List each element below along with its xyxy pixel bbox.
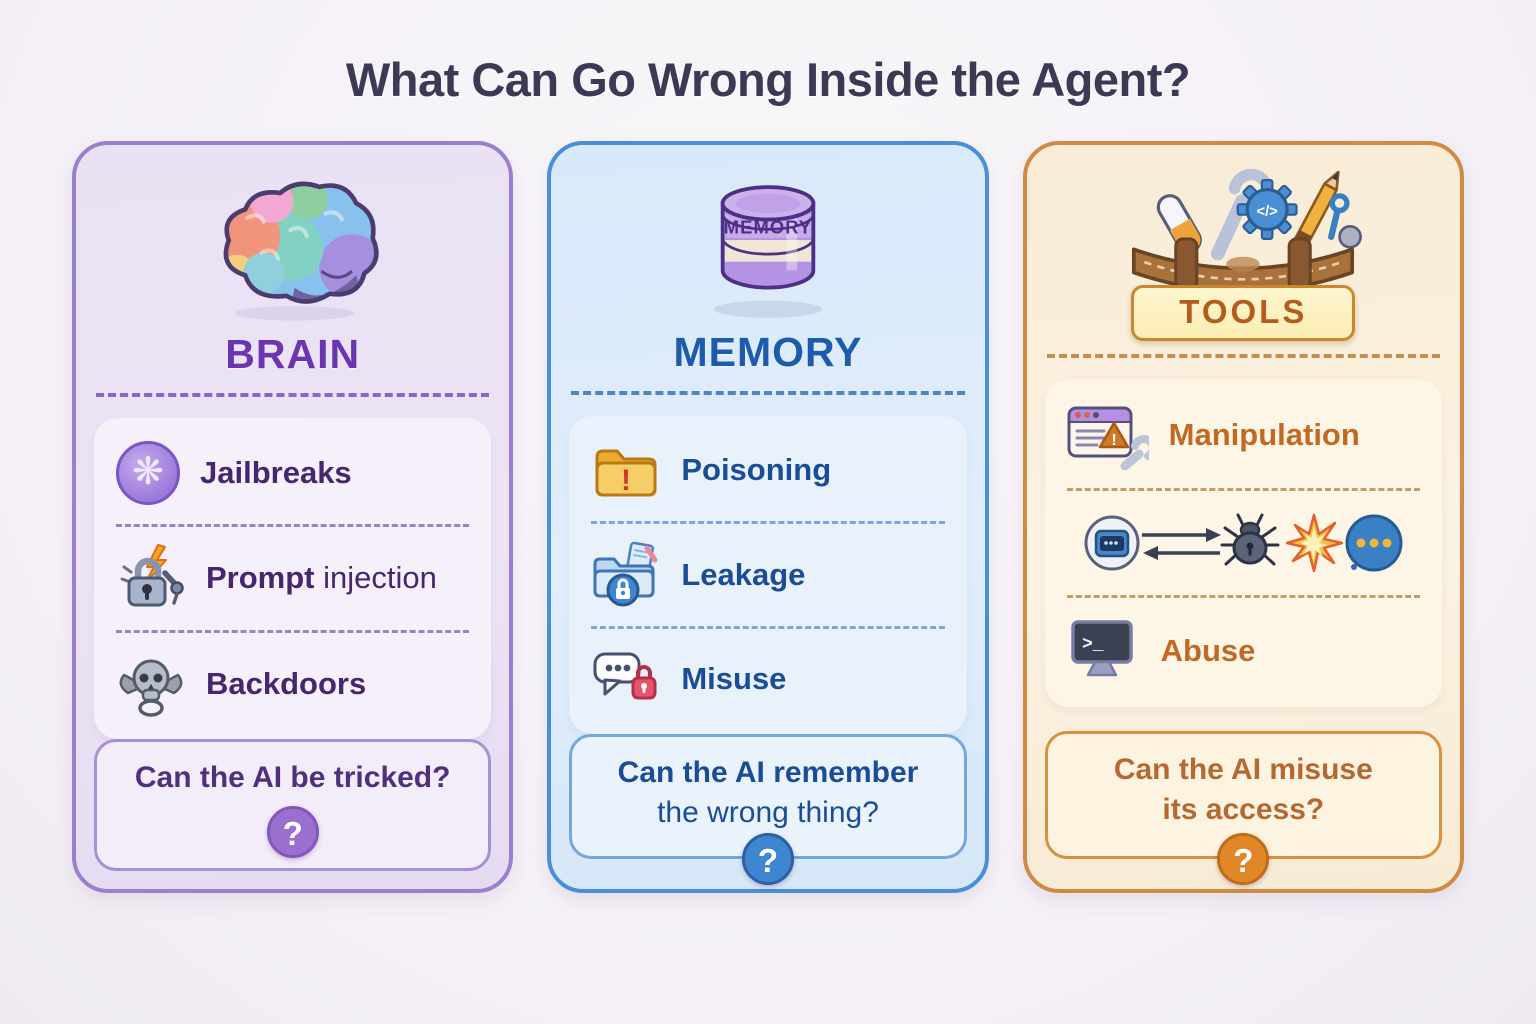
memory-cylinder-icon: MEMORY [713, 185, 822, 318]
tools-heading-plaque: TOOLS [1131, 285, 1356, 341]
brain-illustration [94, 157, 491, 322]
risk-label: Abuse [1160, 632, 1256, 668]
alert-mark: ! [621, 464, 631, 497]
brain-question-card: Can the AI be tricked? ? [94, 739, 492, 871]
tools-question-card: Can the AI misuse its access? ? [1044, 731, 1442, 885]
question-text: Can the AI be tricked? [134, 761, 451, 794]
risk-label: Backdoors [206, 665, 367, 701]
tool-belt-icon: </> [1132, 168, 1363, 294]
lock-lightning-icon [116, 543, 186, 613]
brain-icon [223, 181, 379, 321]
risk-row-manipulation: ! Manipulation [1067, 383, 1420, 488]
memory-question-card: Can the AI remember the wrong thing? ? [569, 733, 967, 885]
risk-row-tool-chain [1067, 491, 1420, 596]
terminal-monitor-icon: >_ [1067, 616, 1141, 686]
folder-alert-icon: ! [591, 435, 661, 505]
brain-heading: BRAIN [225, 330, 361, 377]
skull-wings-icon [116, 649, 186, 719]
risk-row-prompt-injection: Prompt injection [116, 527, 469, 629]
question-badge: ? [1217, 833, 1270, 885]
tools-column: </> [1022, 141, 1464, 893]
risk-label: Jailbreaks [200, 454, 352, 490]
tools-illustration: </> [1045, 157, 1442, 325]
brain-divider [96, 392, 490, 397]
memory-column: MEMORY MEMORY ! Poisoning [547, 141, 989, 893]
memory-risk-list: ! Poisoning [569, 415, 967, 734]
risk-row-poisoning: ! Poisoning [591, 420, 944, 521]
terminal-bug-explosion-icon [1067, 505, 1420, 581]
swirl-glyph: ❋ [116, 440, 180, 505]
risk-label: Prompt injection [206, 560, 437, 596]
row-divider [116, 524, 470, 528]
row-divider [591, 521, 945, 525]
question-text-line1: Can the AI misuse [1113, 753, 1373, 786]
question-text-line1: Can the AI remember [617, 755, 919, 789]
cylinder-label: MEMORY [724, 216, 812, 237]
memory-heading: MEMORY [673, 328, 863, 375]
warning-mark: ! [1111, 432, 1116, 449]
risk-label: Poisoning [681, 452, 832, 488]
memory-illustration: MEMORY [569, 157, 966, 320]
question-text-line2: the wrong thing? [657, 795, 879, 829]
row-divider [116, 629, 470, 633]
question-text-line2: its access? [1162, 793, 1325, 826]
page-title: What Can Go Wrong Inside the Agent? [345, 53, 1191, 106]
row-divider [1066, 487, 1420, 491]
risk-row-misuse: Misuse [591, 629, 944, 730]
tools-risk-list: ! Manipulation [1044, 379, 1442, 707]
row-divider [591, 625, 945, 629]
brain-risk-list: ❋ Jailbreaks [94, 417, 492, 739]
question-badge: ? [266, 806, 319, 858]
chat-lock-icon [591, 644, 661, 714]
gear-code-glyph: </> [1257, 204, 1278, 220]
terminal-prompt-glyph: >_ [1082, 635, 1104, 655]
risk-row-leakage: Leakage [591, 524, 944, 625]
tools-divider [1046, 354, 1440, 358]
risk-row-abuse: >_ Abuse [1067, 598, 1420, 703]
memory-divider [571, 390, 965, 395]
folder-lock-icon [591, 540, 661, 610]
brain-column: BRAIN ❋ Jailbreaks [72, 141, 514, 893]
risk-row-backdoors: Backdoors [116, 633, 469, 735]
risk-label: Misuse [681, 661, 787, 697]
risk-label: Leakage [681, 556, 806, 592]
browser-warning-wrench-icon: ! [1067, 400, 1149, 471]
risk-row-jailbreaks: ❋ Jailbreaks [116, 422, 469, 524]
swirl-badge-icon: ❋ [116, 440, 180, 505]
question-badge: ? [741, 833, 794, 885]
row-divider [1066, 595, 1420, 599]
risk-label: Manipulation [1168, 417, 1360, 453]
columns-row: BRAIN ❋ Jailbreaks [0, 141, 1536, 893]
